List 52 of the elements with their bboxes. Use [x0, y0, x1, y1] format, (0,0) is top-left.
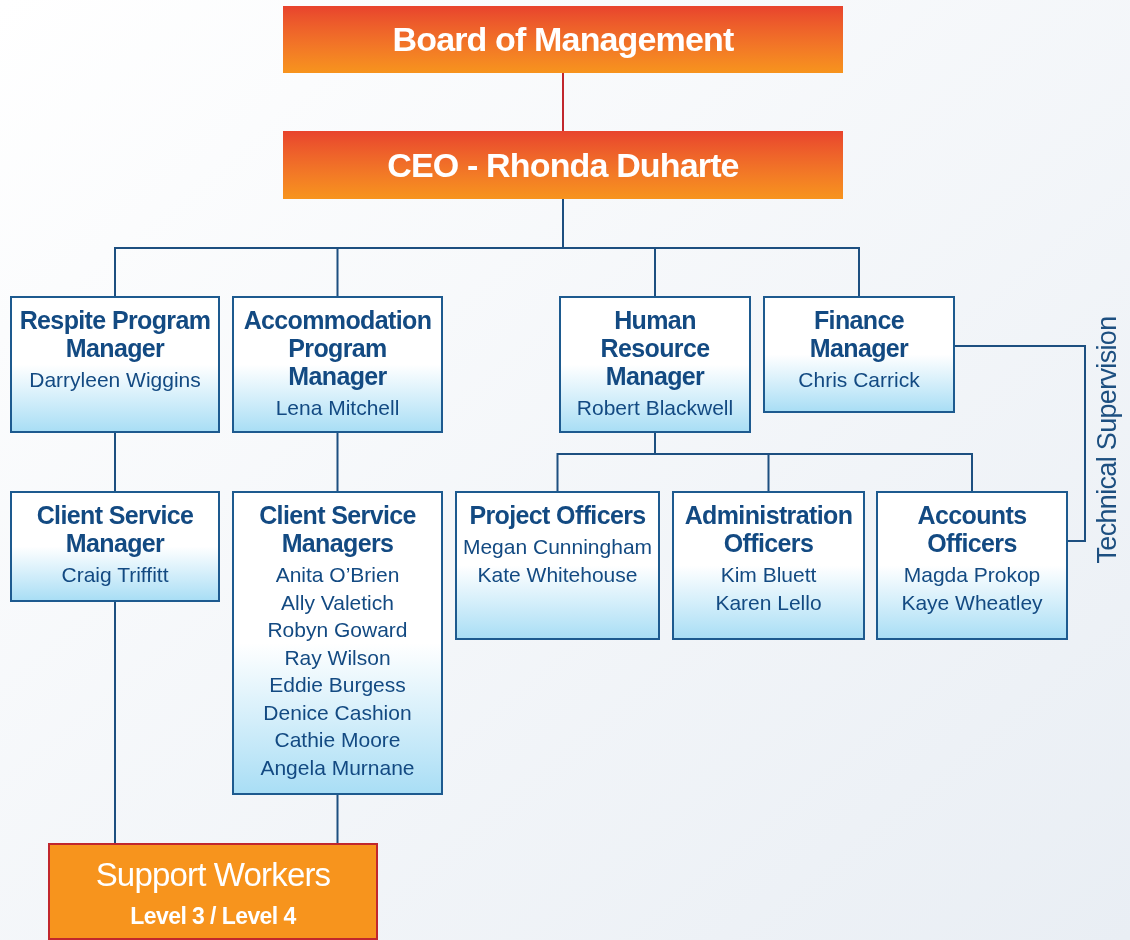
role-box [232, 296, 443, 433]
person-name: Robyn Goward [266, 617, 409, 643]
connector-line [114, 601, 116, 844]
person-name: Ray Wilson [283, 644, 392, 671]
title-box [283, 6, 843, 73]
person-name: Kim Bluett [719, 562, 818, 588]
role-title: Client Service Manager [35, 501, 195, 557]
person-name: Darryleen Wiggins [28, 367, 202, 393]
person-name: Magda Prokop [902, 562, 1042, 588]
role-box [10, 491, 220, 602]
person-name: Kate Whitehouse [476, 561, 639, 588]
title-box [48, 843, 378, 940]
role-box [232, 491, 443, 795]
role-box [763, 296, 955, 413]
person-name: Anita O’Brien [274, 562, 401, 588]
person-name: Kaye Wheatley [900, 589, 1044, 616]
role-title: Client Service Managers [258, 501, 417, 557]
role-title: Human Resource Manager [599, 306, 711, 390]
person-name: Megan Cunningham [461, 534, 654, 560]
title-box [283, 131, 843, 199]
role-box [559, 296, 751, 433]
person-name: Eddie Burgess [268, 672, 407, 698]
person-name: Karen Lello [714, 589, 823, 616]
role-title: Finance Manager [808, 306, 910, 362]
connector-line [954, 345, 1086, 542]
person-name: Level 3 / Level 4 [129, 902, 298, 931]
role-title: Accounts Officers [916, 501, 1028, 557]
person-name: Angela Murnane [259, 754, 416, 781]
role-title: CEO - Rhonda Duharte [386, 144, 740, 186]
person-name: Chris Carrick [797, 367, 921, 393]
connector-line [336, 794, 339, 844]
person-name: Cathie Moore [273, 727, 402, 753]
person-name: Robert Blackwell [575, 395, 735, 421]
role-box [876, 491, 1068, 640]
connector-line [562, 72, 564, 132]
role-title: Board of Management [391, 19, 735, 60]
connector-line [336, 432, 339, 492]
connector-line [114, 432, 116, 492]
connector-line [654, 432, 973, 492]
role-title: Respite Program Manager [18, 306, 212, 362]
person-name: Denice Cashion [262, 699, 413, 726]
role-title: Project Officers [468, 501, 647, 529]
edge-label: Technical Supervision [1093, 316, 1121, 563]
role-title: Support Workers [94, 854, 332, 895]
person-name: Ally Valetich [280, 589, 395, 616]
role-box [10, 296, 220, 433]
role-title: Administration Officers [683, 501, 854, 557]
role-box [455, 491, 660, 640]
role-title: Accommodation Program Manager [242, 306, 433, 390]
role-box [672, 491, 865, 640]
person-name: Craig Triffitt [60, 562, 170, 588]
person-name: Lena Mitchell [274, 395, 401, 421]
